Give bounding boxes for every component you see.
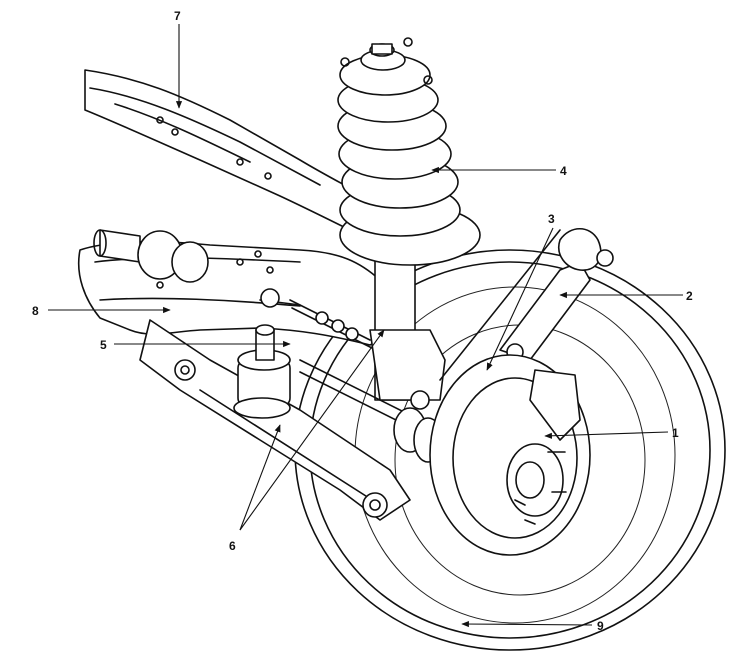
coil-spring [337,37,481,266]
leader-lines [48,24,683,628]
crossmember-bushing [93,229,209,283]
strut-body [369,249,446,410]
callout-1: 1 [672,426,679,440]
callout-4: 4 [560,164,567,178]
callout-3: 3 [548,212,555,226]
callout-6: 6 [229,539,236,553]
stabilizer-link [259,288,373,349]
callout-9: 9 [597,619,604,633]
body-rail [84,69,381,241]
callout-8: 8 [32,304,39,318]
callout-5: 5 [100,338,107,352]
callout-7: 7 [174,9,181,23]
brake-disc-hub [429,354,591,556]
callout-2: 2 [686,289,693,303]
trailing-arm-bushing [233,324,291,419]
